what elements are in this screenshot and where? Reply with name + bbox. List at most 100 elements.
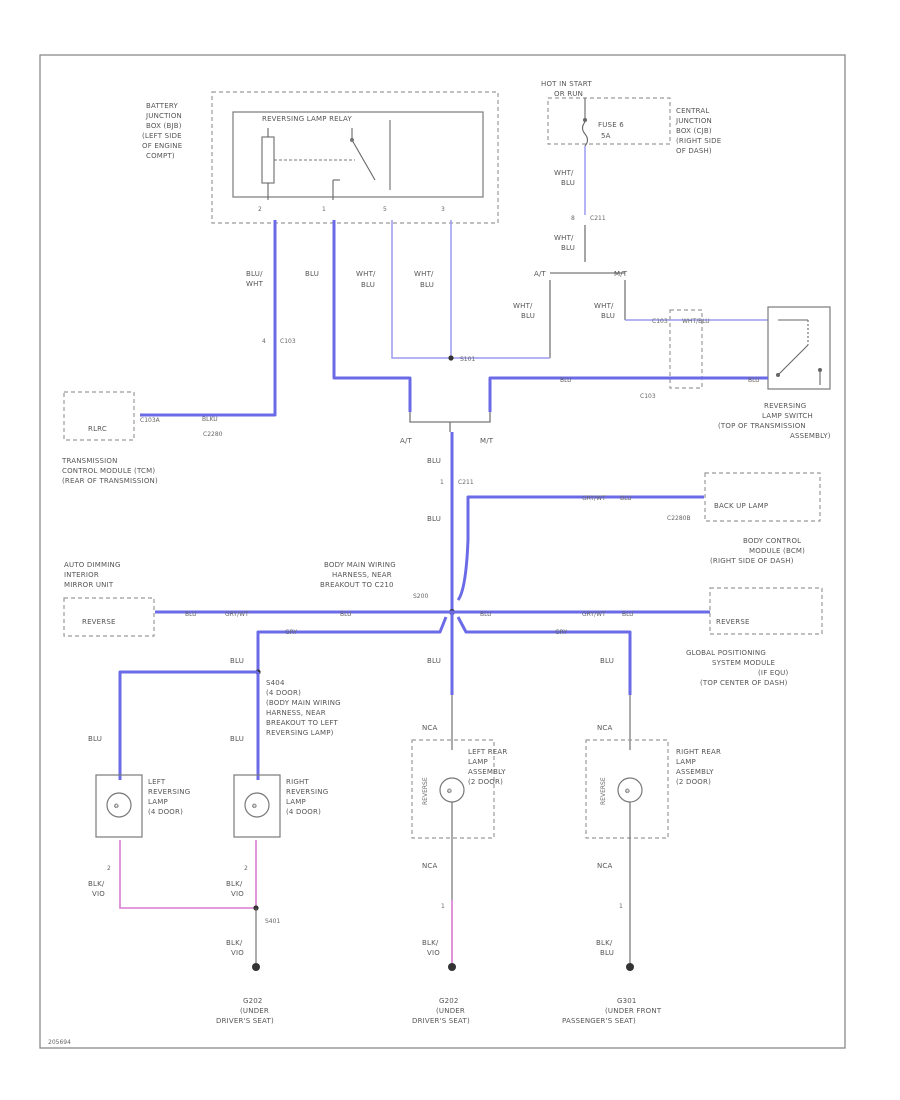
gps-module: REVERSE (709, 587, 823, 635)
wire-blkvio-r1: BLK/ (226, 880, 243, 888)
wire-blu-rrev: BLU (230, 735, 244, 743)
pin-1b: 1 (440, 479, 444, 486)
switch-label-2: LAMP SWITCH (762, 412, 813, 420)
wire-blkvio-c1: BLK/ (422, 939, 439, 947)
bcm-label-2: MODULE (BCM) (749, 547, 805, 555)
wire-blu-trunk-1: BLU (427, 457, 441, 465)
left-reversing-lamp: ❂ (95, 774, 143, 838)
relay-location-5: OF ENGINE (142, 142, 182, 150)
tcm-label-1: TRANSMISSION (61, 457, 118, 465)
lrear-label-3: ASSEMBLY (468, 768, 506, 776)
s404-label-2: (4 DOOR) (266, 689, 301, 697)
lrear-label-1: LEFT REAR (468, 748, 507, 756)
transmission-control-module: RLRC (63, 391, 135, 441)
rrear-label-2: LAMP (676, 758, 696, 766)
connector-c211b: C211 (458, 479, 474, 486)
tcm-pin-label: RLRC (88, 425, 107, 433)
connector-c2280b: C2280B (667, 515, 691, 522)
s404-label-1: S404 (266, 679, 285, 687)
lrev-label-1: LEFT (148, 778, 166, 786)
splice-label-1: BODY MAIN WIRING (324, 561, 396, 569)
ground-g301 (626, 963, 634, 971)
rrev-label-4: (4 DOOR) (286, 808, 321, 816)
label-at-top: A/T (534, 270, 547, 278)
wire-blu-left: BLU (230, 657, 244, 665)
rrev-label-1: RIGHT (286, 778, 309, 786)
pin-3: 3 (441, 206, 445, 213)
cjb-location-3: BOX (CJB) (676, 127, 712, 135)
wire-blkvio-l2: VIO (92, 890, 105, 898)
splice-label-3: BREAKOUT TO C210 (320, 581, 394, 589)
wire-blu-lrev: BLU (88, 735, 102, 743)
gps-pin-label: REVERSE (716, 618, 750, 626)
pin-4: 4 (262, 338, 266, 345)
pin-5: 5 (383, 206, 387, 213)
ground1-label-2: (UNDER (240, 1007, 269, 1015)
wire-blkvio-r2: VIO (231, 890, 244, 898)
gps-label-4: (TOP CENTER OF DASH) (700, 679, 788, 687)
wire-whtblu-fuse-1: WHT/ (554, 169, 574, 177)
wire-blu-gps-1: BLU (480, 611, 492, 618)
wire-blu-relay: BLU (305, 270, 319, 278)
pin-1d: 1 (619, 903, 623, 910)
pin-1: 1 (322, 206, 326, 213)
splice-s200-label: S200 (413, 593, 428, 600)
wire-gry-right: GRY (555, 629, 567, 636)
splice-s101 (448, 355, 454, 361)
mirror-pin-label: REVERSE (82, 618, 116, 626)
connector-c103a: C103A (140, 417, 161, 424)
wire-whtblu-mt-2: BLU (601, 312, 615, 320)
wire-blu-trunk-2: BLU (427, 515, 441, 523)
wire-whtblu-at-1: WHT/ (513, 302, 533, 310)
wire-blu-switch: BLU (560, 377, 572, 384)
switch-label-1: REVERSING (764, 402, 806, 410)
lrev-label-4: (4 DOOR) (148, 808, 183, 816)
ground-g202-a (252, 963, 260, 971)
rrev-label-2: REVERSING (286, 788, 328, 796)
body-control-module: BACK UP LAMP (704, 472, 821, 522)
connector-c2280: C2280 (203, 431, 223, 438)
wire-nca-4: NCA (597, 862, 613, 870)
mirror-label-2: INTERIOR (64, 571, 99, 579)
relay-location-4: (LEFT SIDE (142, 132, 182, 140)
label-mt-top: M/T (614, 270, 628, 278)
wire-blu-mirror-2: BLU (340, 611, 352, 618)
tcm-label-2: CONTROL MODULE (TCM) (62, 467, 155, 475)
hot-label-1: HOT IN START (541, 80, 592, 88)
lamp-glyph-4: ❂ (625, 788, 630, 795)
s404-label-5: BREAKOUT TO LEFT (266, 719, 338, 727)
lrev-label-2: REVERSING (148, 788, 190, 796)
wire-whtblu-fuse-4: BLU (561, 244, 575, 252)
cjb-location-1: CENTRAL (676, 107, 710, 115)
wire-blkvio-g1: BLK/ (226, 939, 243, 947)
connector-c211: C211 (590, 215, 606, 222)
hot-label-2: OR RUN (554, 90, 583, 98)
connector-c103: C103 (280, 338, 296, 345)
gps-label-3: (IF EQU) (758, 669, 789, 677)
ground2-label-2: (UNDER (436, 1007, 465, 1015)
wire-nca-1: NCA (422, 724, 438, 732)
bcm-pin-label: BACK UP LAMP (714, 502, 768, 510)
wire-nca-3: NCA (597, 724, 613, 732)
wire-bluwht-2: WHT (246, 280, 264, 288)
relay-location-1: BATTERY (146, 102, 179, 110)
gps-label-1: GLOBAL POSITIONING (686, 649, 766, 657)
reverse-label-2: REVERSE (600, 777, 607, 805)
diagram-frame (39, 54, 846, 1049)
wire-gry-bcm: GRY/WT (582, 495, 606, 502)
rrear-label-3: ASSEMBLY (676, 768, 714, 776)
relay-location-2: JUNCTION (145, 112, 182, 120)
lamp-glyph-2: ❂ (252, 803, 257, 810)
tcm-label-3: (REAR OF TRANSMISSION) (62, 477, 158, 485)
switch-label-3: (TOP OF TRANSMISSION (718, 422, 806, 430)
wire-whtblu-relay3-2: BLU (420, 281, 434, 289)
label-at: A/T (400, 437, 413, 445)
wire-bluwht-1: BLU/ (246, 270, 263, 278)
relay-location-6: COMPT) (146, 152, 175, 160)
wire-bluwht-tcm: BLKU (202, 416, 218, 423)
wire-gry-mirror: GRY/WT (225, 611, 249, 618)
reversing-lamp-switch (669, 306, 831, 390)
wire-whtblu-relay5-1: WHT/ (356, 270, 376, 278)
pin-8: 8 (571, 215, 575, 222)
